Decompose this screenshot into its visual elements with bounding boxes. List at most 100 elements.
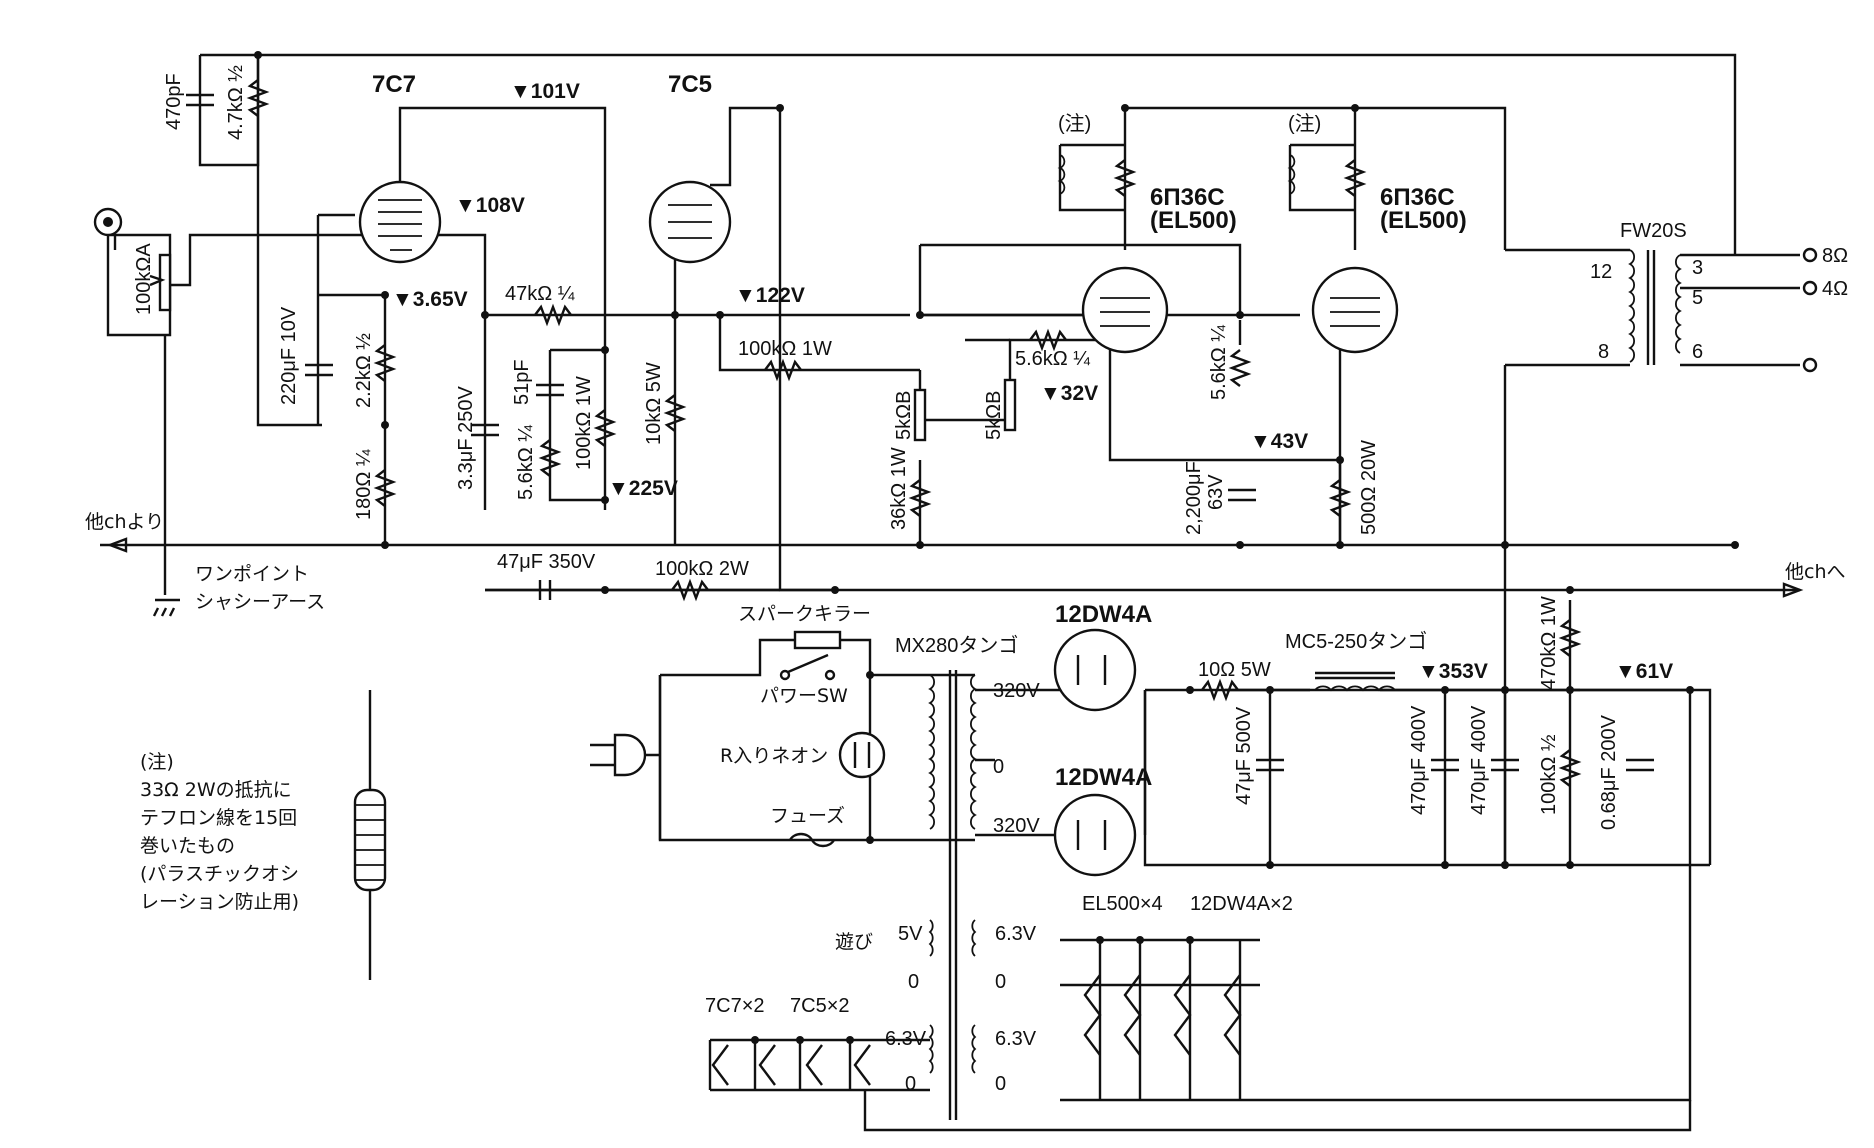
heater-filaments-small <box>711 1044 871 1086</box>
voltage-32v: ▼32V <box>1040 382 1098 405</box>
pin-8: 8 <box>1598 341 1609 363</box>
tube-label-rect-a: 12DW4A <box>1055 601 1152 628</box>
label-r100k-half: 100kΩ ½ <box>1538 734 1560 815</box>
resistor-100k-half <box>1558 749 1582 787</box>
ground-symbol <box>152 598 180 617</box>
spark-killer <box>793 630 842 650</box>
resistor-36k <box>908 479 932 517</box>
mains-plug <box>590 675 662 840</box>
tube-label-el500-a-2: (EL500) <box>1150 207 1237 234</box>
pin-6: 6 <box>1692 341 1703 363</box>
resistor-10k-5w <box>663 394 687 432</box>
tube-el500-b <box>1311 266 1399 354</box>
capacitor-47uf-350v <box>538 580 552 600</box>
label-c470u-a: 470μF 400V <box>1408 705 1430 815</box>
resistor-47k <box>534 303 572 327</box>
tube-label-rect-b: 12DW4A <box>1055 764 1152 791</box>
label-r180: 180Ω ¼ <box>353 449 375 520</box>
voltage-353v: ▼353V <box>1418 660 1488 683</box>
resistor-5k6-fb <box>538 439 562 477</box>
label-r56k-g2: 5.6kΩ ¼ <box>1208 325 1230 400</box>
resistor-500-20w <box>1328 479 1352 517</box>
tube-el500-a <box>1081 266 1169 354</box>
volume-pot <box>149 253 172 312</box>
parasitic-coil-a <box>1057 143 1137 212</box>
label-r100k2w: 100kΩ 2W <box>655 558 749 580</box>
pot-5k-b <box>1003 378 1017 432</box>
resistor-10-5w <box>1201 678 1239 702</box>
pin-12: 12 <box>1590 261 1612 283</box>
heater-6-3v-c: 6.3V <box>995 1028 1037 1050</box>
label-ground-a: ワンポイント <box>195 563 309 585</box>
label-r56k-fb: 5.6kΩ ¼ <box>515 425 537 500</box>
label-r47k: 4.7kΩ ½ <box>225 65 247 140</box>
pin-3: 3 <box>1692 257 1703 279</box>
capacitor-220uf <box>305 363 333 377</box>
arrow-to-other <box>1782 582 1804 598</box>
label-ground-b: シャシーアース <box>195 591 325 613</box>
note-line-1: (注) <box>140 751 174 773</box>
resistor-100k-1w <box>593 409 617 447</box>
capacitor-470pf <box>186 93 214 107</box>
label-r10k5w: 10kΩ 5W <box>643 362 665 445</box>
label-c2200u-a: 2,200μF <box>1183 461 1205 535</box>
label-c33u: 3.3μF 250V <box>455 386 477 490</box>
power-switch <box>779 653 836 681</box>
tube-label-el500-b-1: 6П36C <box>1380 184 1455 211</box>
note-line-5: (パラスチックオシ <box>140 863 299 885</box>
capacitor-3-3uf <box>471 423 499 437</box>
label-c51p: 51pF <box>511 359 533 405</box>
terminal-8ohm: 8Ω <box>1822 245 1848 267</box>
heater-6-3v-a: 6.3V <box>995 923 1037 945</box>
parasitic-coil-b <box>1287 143 1367 212</box>
resistor-2k2 <box>373 344 397 382</box>
label-heater-rect: 12DW4A×2 <box>1190 893 1293 915</box>
voltage-225v: ▼225V <box>608 477 678 500</box>
heater-6-3v-b: 6.3V <box>885 1028 927 1050</box>
label-r500: 500Ω 20W <box>1358 440 1380 535</box>
heater-0-c: 0 <box>905 1073 916 1095</box>
label-r47k-grid: 47kΩ ¼ <box>505 283 575 305</box>
label-mx280: MX280タンゴ <box>895 634 1018 657</box>
label-c220u: 220μF 10V <box>278 306 300 405</box>
output-terminals <box>1802 247 1818 373</box>
label-power-sw: パワーSW <box>760 685 848 707</box>
heater-0-d: 0 <box>995 1073 1006 1095</box>
capacitor-470uf-b <box>1491 758 1519 772</box>
pin-5: 5 <box>1692 287 1703 309</box>
note-line-4: 巻いたもの <box>140 835 235 857</box>
tube-label-el500-a-1: 6П36C <box>1150 184 1225 211</box>
resistor-100k-2w <box>671 578 709 602</box>
rectifier-12dw4a-b <box>1053 793 1137 877</box>
label-from-other-ch: 他chより <box>85 511 164 533</box>
resistor-5k6-g2 <box>1228 349 1252 387</box>
label-c47u350: 47μF 350V <box>497 551 596 573</box>
label-r10-5w: 10Ω 5W <box>1198 659 1271 681</box>
capacitor-51pf <box>536 383 564 397</box>
label-vr100k: 100kΩA <box>133 243 155 315</box>
capacitor-47uf-500v <box>1256 758 1284 772</box>
resistor-5k6-g1 <box>1029 328 1067 352</box>
label-asobi: 遊び <box>835 931 873 953</box>
voltage-3-65v: ▼3.65V <box>392 288 468 311</box>
tap-0: 0 <box>993 756 1004 778</box>
label-vr5k-a: 5kΩB <box>893 391 915 440</box>
fuse <box>788 832 836 848</box>
resistor-100k-1w-b <box>764 358 802 382</box>
label-r100k1w: 100kΩ 1W <box>573 376 595 470</box>
voltage-122v: ▼122V <box>735 284 805 307</box>
label-heater-small-a: 7C7×2 <box>705 995 765 1017</box>
label-spark-killer: スパークキラー <box>738 603 871 625</box>
resistor-180 <box>373 469 397 507</box>
label-c470u-b: 470μF 400V <box>1468 705 1490 815</box>
terminal-4ohm: 4Ω <box>1822 278 1848 300</box>
label-r36k: 36kΩ 1W <box>888 447 910 530</box>
neon-lamp <box>838 731 886 779</box>
label-neon: R入りネオン <box>720 745 828 767</box>
heater-0-a: 0 <box>908 971 919 993</box>
label-r100k1w-b: 100kΩ 1W <box>738 338 832 360</box>
arrow-from-other <box>106 537 128 553</box>
label-r56k-g1: 5.6kΩ ¼ <box>1015 348 1090 370</box>
heater-5v: 5V <box>898 923 923 945</box>
heater-filaments-power <box>1083 974 1242 1056</box>
